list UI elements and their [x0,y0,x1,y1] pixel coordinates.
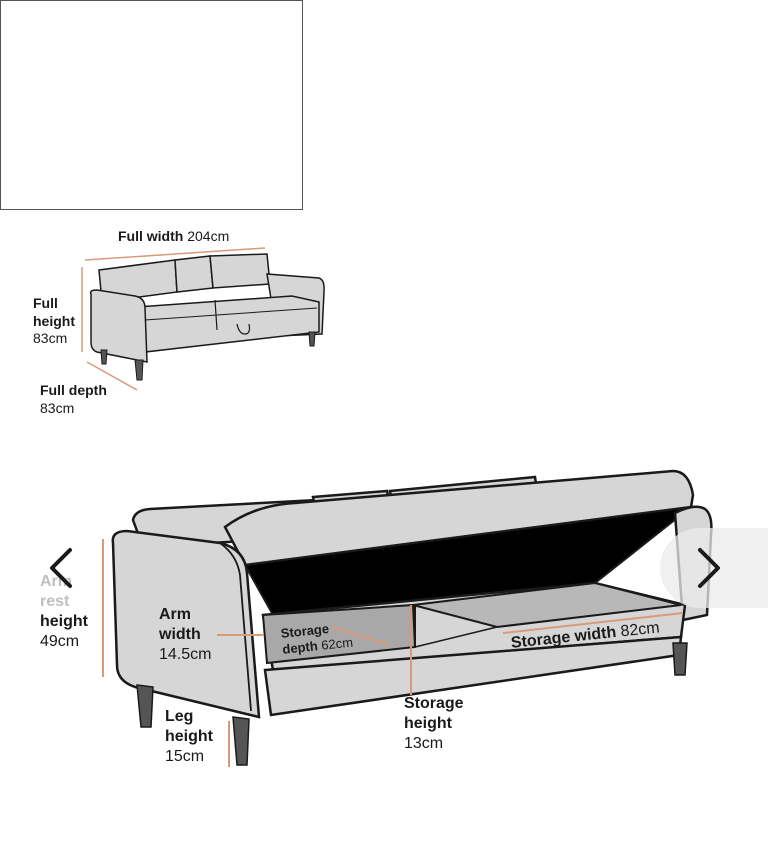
arm-rest-height-label: Arm rest height 49cm [40,573,88,650]
previous-image-button[interactable] [36,538,86,598]
detail-sofa-drawing [102,469,713,767]
full-depth-label: Full depth 83cm [40,382,107,416]
full-height-label: Full height 83cm [33,295,75,346]
overview-diagram-frame [0,0,303,210]
storage-depth-dimension-line [330,626,390,646]
full-width-label: Full width 204cm [118,228,230,244]
chevron-right-icon [698,548,720,588]
overview-sofa-drawing [81,247,325,391]
next-image-button[interactable] [660,528,768,608]
chevron-left-icon [50,548,72,588]
storage-height-label: Storage height 13cm [404,695,464,752]
full-width-dimension-line [84,247,266,261]
arm-width-label: Arm width 14.5cm [159,606,212,663]
storage-width-dimension-line [502,612,684,634]
full-depth-dimension-line [86,361,138,391]
leg-height-label: Leg height 15cm [165,708,213,765]
